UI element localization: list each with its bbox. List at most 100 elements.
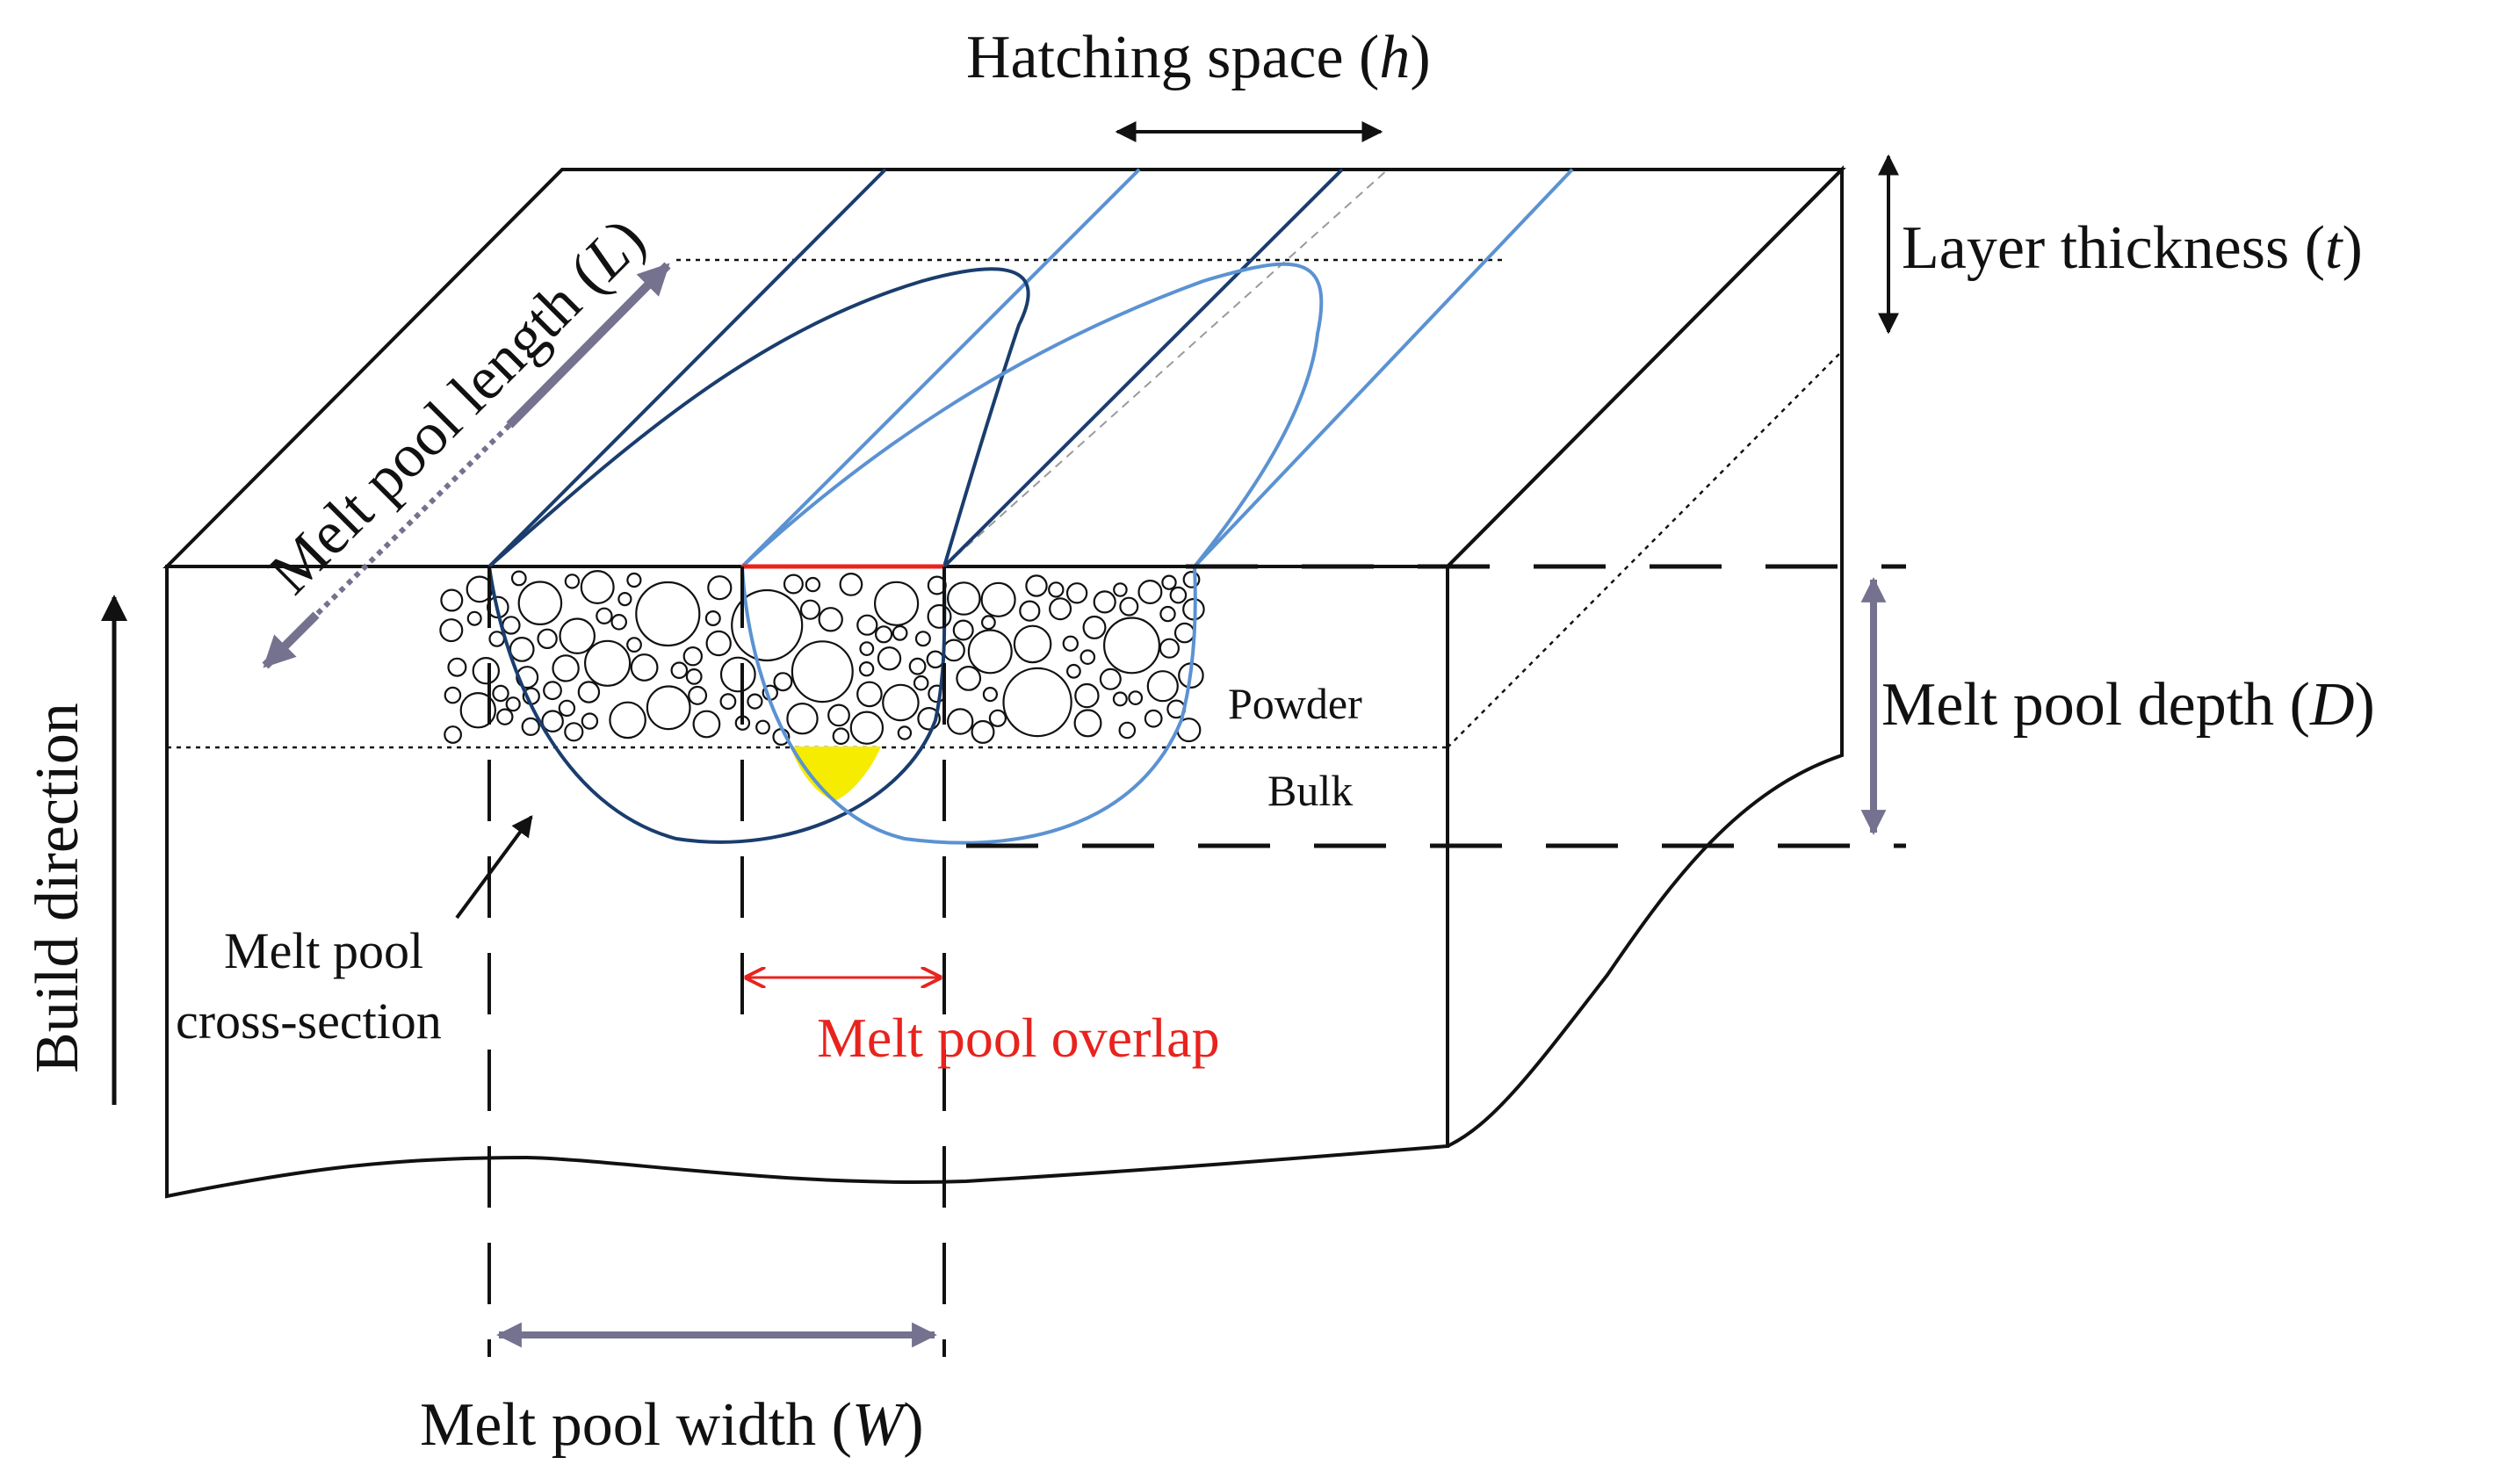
powder-particle: [773, 672, 793, 692]
melt-pool-length-arrow-end: [262, 611, 320, 669]
powder-particle: [609, 701, 646, 740]
powder-particle: [704, 610, 721, 626]
powder-particle: [832, 727, 850, 745]
powder-particle: [1099, 667, 1122, 690]
powder-particle: [1093, 590, 1116, 614]
powder-particle: [564, 722, 584, 742]
scan-tracks: [487, 168, 1574, 568]
depth-reference-dashes: [966, 564, 1906, 848]
powder-particle: [980, 581, 1016, 617]
powder-particle: [558, 699, 576, 718]
powder-particle: [626, 637, 642, 653]
powder-particle: [1146, 670, 1179, 703]
powder-particle: [856, 681, 883, 708]
powder-particle: [685, 668, 703, 685]
powder-particle: [882, 683, 920, 722]
layer-thickness-label: Layer thickness (t): [1902, 214, 2363, 282]
powder-particle: [492, 684, 509, 703]
powder-particle: [952, 619, 974, 641]
powder-particle: [444, 686, 462, 704]
light-track-1: [740, 168, 1141, 568]
powder-particle: [1113, 582, 1128, 597]
powder-particle: [646, 685, 691, 731]
powder-particle: [1159, 605, 1176, 623]
width-markers: [487, 566, 946, 1357]
powder-particle: [626, 572, 642, 588]
melt-pool-overlap-label: Melt pool overlap: [817, 1006, 1220, 1069]
dark-track-2: [942, 168, 1344, 568]
powder-particle: [559, 617, 596, 655]
powder-particle: [466, 610, 482, 626]
powder-particle: [552, 654, 580, 682]
powder-particle: [581, 712, 599, 730]
powder-particle: [1137, 579, 1163, 604]
block-right-face: [1446, 165, 1844, 1148]
powder-particle: [731, 588, 804, 662]
powder-particle: [488, 631, 505, 647]
powder-particle: [1065, 582, 1088, 604]
powder-particle: [1169, 586, 1188, 604]
powder-particle: [472, 657, 501, 685]
dark-melt-pool-top: [487, 267, 1030, 568]
powder-particle: [617, 591, 632, 607]
powder-particle: [1079, 649, 1096, 665]
powder-particle: [1002, 667, 1072, 738]
powder-particle: [873, 581, 920, 626]
block-outline: [162, 165, 1846, 1199]
powder-particle: [564, 574, 581, 589]
powder-particle: [1025, 574, 1048, 597]
powder-particle: [799, 599, 821, 620]
powder-particle: [447, 657, 467, 677]
powder-particle: [596, 607, 613, 625]
powder-particle: [956, 666, 982, 691]
powder-particle: [688, 685, 708, 705]
melt-pool-cs-label-2: cross-section: [176, 992, 442, 1050]
powder-particle: [947, 581, 981, 616]
light-melt-pool-cross-section: [740, 566, 1197, 845]
powder-particle: [897, 725, 913, 740]
powder-particle: [440, 588, 464, 612]
powder-particle: [707, 575, 733, 601]
bulk-label: Bulk: [1267, 766, 1353, 815]
powder-particle: [1102, 617, 1160, 675]
powder-particle: [719, 693, 737, 711]
powder-particle: [1159, 638, 1181, 659]
powder-particle: [747, 693, 763, 710]
powder-particle: [849, 711, 885, 745]
powder-label: Powder: [1228, 679, 1362, 728]
powder-particle: [1118, 721, 1137, 740]
powder-particle: [510, 570, 527, 587]
powder-particle: [719, 656, 756, 693]
powder-particle: [537, 628, 558, 650]
powder-particle: [805, 576, 821, 593]
powder-particle: [543, 681, 562, 701]
yellow-overlap-region: [791, 747, 881, 801]
powder-particle: [856, 614, 878, 636]
powder-particle: [858, 661, 875, 677]
powder-particle: [577, 681, 601, 703]
powder-particle: [541, 710, 564, 732]
powder-particle: [580, 569, 615, 604]
powder-particle: [1048, 581, 1065, 598]
powder-particle: [818, 607, 843, 632]
melt-pool-cs-label-1: Melt pool: [224, 922, 423, 979]
dark-track-1: [487, 168, 887, 568]
powder-particle: [583, 639, 632, 687]
powder-particle: [786, 703, 819, 735]
powder-particle: [670, 661, 689, 679]
melt-pool-length-arrow-solid: [506, 262, 671, 429]
build-direction-label: Build direction: [24, 703, 91, 1073]
hatching-space-label: Hatching space (h): [966, 24, 1431, 91]
powder-particle: [439, 618, 464, 643]
powder-particle: [908, 657, 927, 675]
melt-pool-depth-label: Melt pool depth (D): [1881, 671, 2375, 739]
powder-particle: [1173, 622, 1195, 644]
powder-particle: [509, 637, 535, 662]
powder-particle: [1082, 615, 1107, 639]
powder-particle: [942, 638, 965, 662]
powder-particle: [980, 615, 996, 631]
powder-particle: [874, 625, 893, 644]
powder-particle: [827, 703, 850, 727]
powder-particle: [1161, 574, 1177, 590]
